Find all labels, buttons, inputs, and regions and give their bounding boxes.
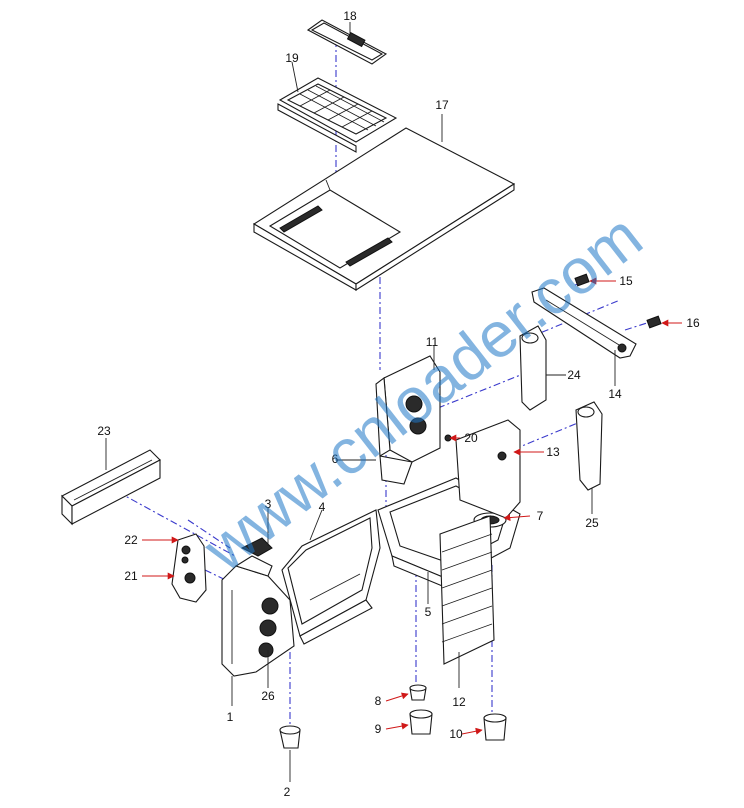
callout-3: 3 [265, 497, 272, 511]
part-18-cover-plate [306, 19, 388, 65]
callout-19: 19 [285, 51, 299, 65]
callout-24: 24 [567, 368, 581, 382]
callout-13: 13 [546, 445, 560, 459]
part-4-side-panel [281, 509, 381, 645]
callout-12: 12 [452, 695, 466, 709]
callout-10: 10 [449, 727, 463, 741]
part-19-grille-tray [277, 77, 398, 153]
callout-20: 20 [464, 431, 478, 445]
callout-4: 4 [319, 500, 326, 514]
part-2-cup [279, 725, 301, 749]
part-15-clip [574, 273, 590, 287]
part-8-cup [409, 684, 427, 701]
callout-7: 7 [537, 509, 544, 523]
leader-lines [105, 22, 616, 782]
part-25-pillar-duct [575, 401, 603, 491]
part-14-upper-bar [531, 287, 637, 359]
callout-15: 15 [619, 274, 633, 288]
callout-22: 22 [124, 533, 138, 547]
callout-25: 25 [585, 516, 599, 530]
callout-11: 11 [426, 335, 439, 349]
callout-8: 8 [375, 694, 382, 708]
callout-2: 2 [284, 785, 291, 799]
part-17-roof-panel [252, 127, 516, 291]
callout-18: 18 [343, 9, 357, 23]
callout-5: 5 [425, 605, 432, 619]
callout-9: 9 [375, 722, 382, 736]
callout-23: 23 [97, 424, 111, 438]
part-21-22-vent-cover [171, 533, 207, 603]
part-1-left-pillar [221, 537, 295, 677]
part-23-duct [61, 449, 161, 526]
callout-26: 26 [261, 689, 275, 703]
part-12-floor-cover [439, 515, 495, 665]
part-9-cup [409, 709, 433, 735]
part-16-clip [646, 315, 662, 329]
callout-14: 14 [608, 387, 622, 401]
part-24-pillar-duct [519, 325, 547, 411]
part-6-11-center-column [375, 355, 441, 485]
callout-17: 17 [435, 98, 449, 112]
part-13-right-panel [444, 419, 521, 519]
callout-21: 21 [124, 569, 138, 583]
part-10-cup [483, 713, 507, 741]
callout-16: 16 [686, 316, 700, 330]
callout-arrows [142, 277, 682, 735]
callout-6: 6 [332, 452, 339, 466]
callout-labels: 1 2 3 4 5 6 7 8 9 10 11 12 13 14 15 16 1… [97, 9, 700, 799]
callout-1: 1 [227, 710, 234, 724]
